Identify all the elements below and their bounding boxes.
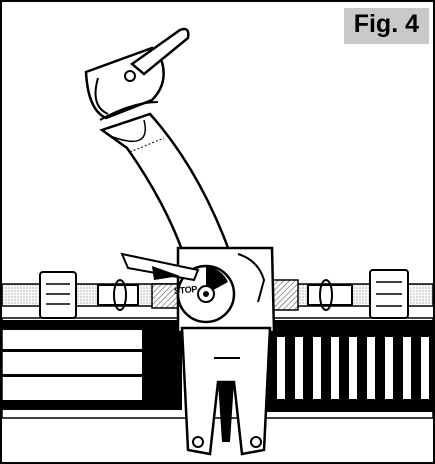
- left-coupler: [39, 271, 139, 319]
- bottom-bracket: [180, 326, 272, 456]
- stop-label: STOP: [173, 284, 198, 296]
- t-handle: [84, 27, 190, 121]
- right-coupler: [307, 269, 409, 319]
- stop-valve: [120, 246, 276, 334]
- corrugated-hose: [267, 320, 433, 412]
- threaded-stubs: [151, 279, 299, 311]
- figure-label: Fig. 4: [343, 8, 429, 44]
